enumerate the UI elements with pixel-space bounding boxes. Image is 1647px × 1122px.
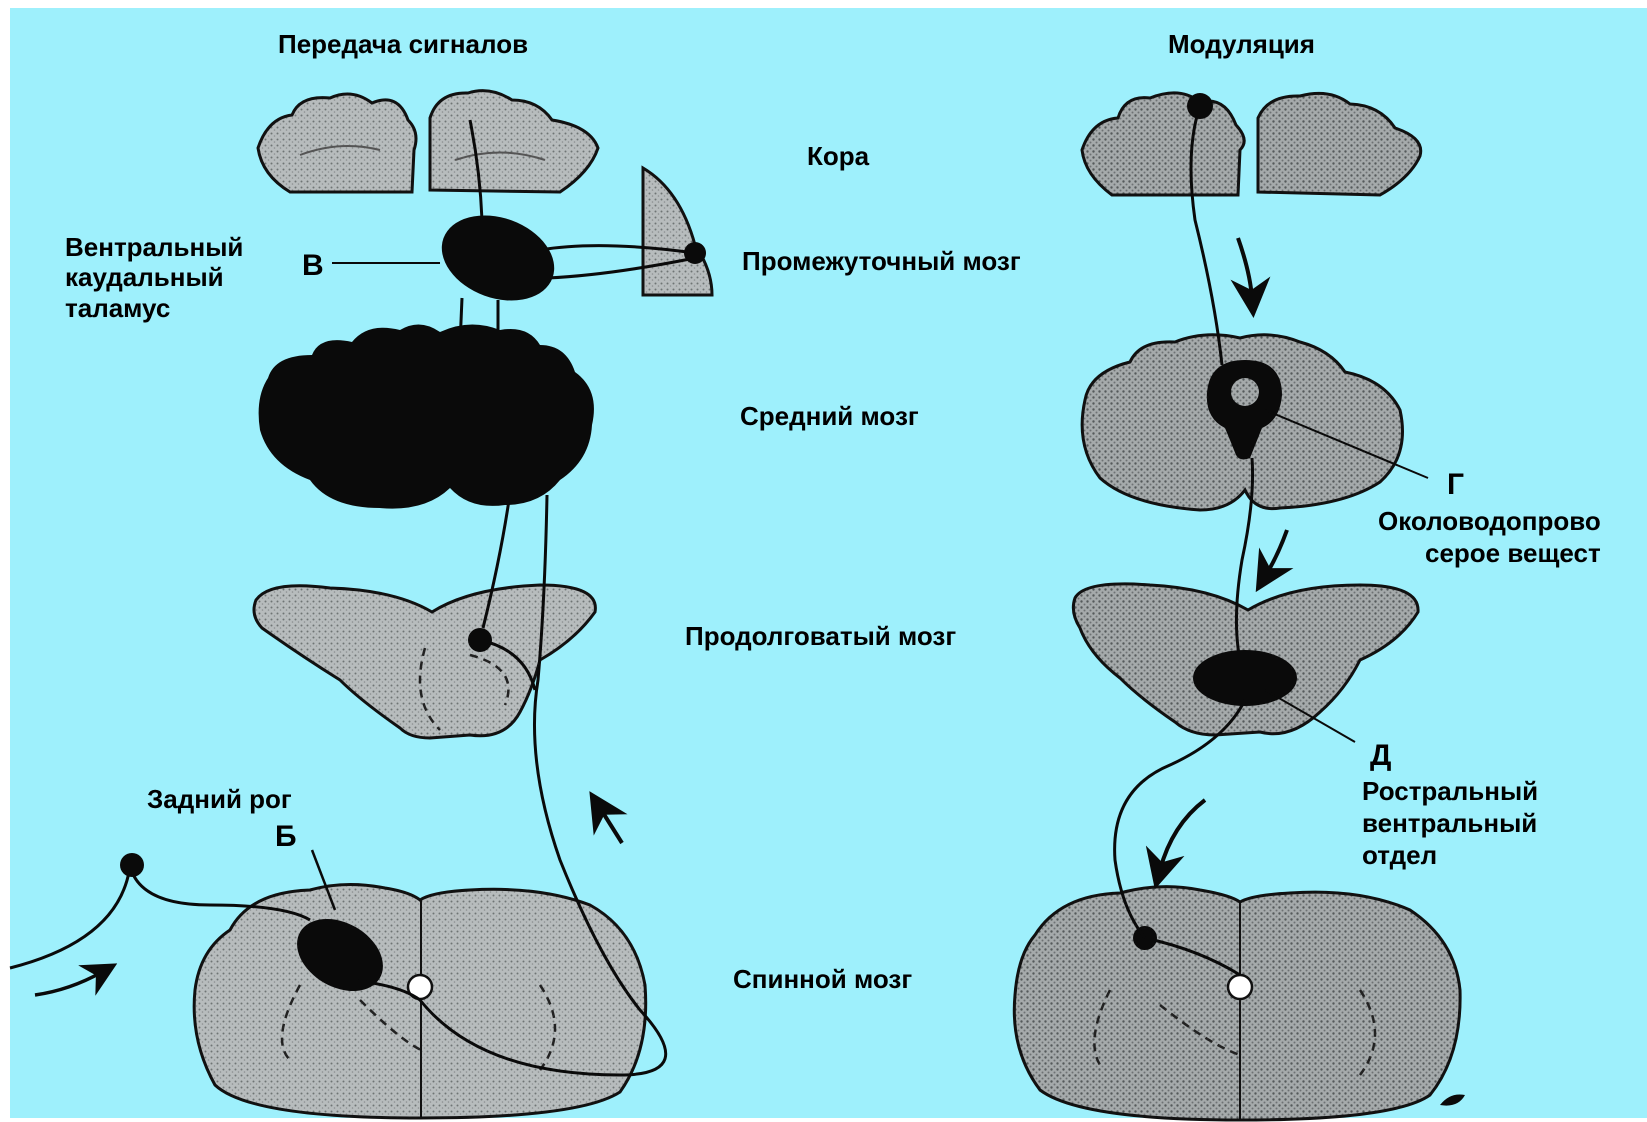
rvm-letter: Д <box>1370 739 1391 772</box>
thalamus-label-line3: таламус <box>65 293 170 323</box>
dorsal-horn-letter: Б <box>275 820 297 853</box>
rvm-label-line1: Ростральный <box>1362 776 1538 806</box>
level-spinal: Спинной мозг <box>733 964 912 994</box>
rvm-label-line3: отдел <box>1362 840 1437 870</box>
pag-label-line1: Околоводопрово <box>1378 506 1601 536</box>
pag-letter: Г <box>1447 468 1464 501</box>
level-medulla: Продолговатый мозг <box>685 621 956 651</box>
heading-right: Модуляция <box>1168 29 1315 59</box>
rvm-label-line2: вентральный <box>1362 808 1537 838</box>
dorsal-horn-label: Задний рог <box>147 784 292 814</box>
thalamus-label-line1: Вентральный <box>65 232 243 262</box>
thalamus-letter: В <box>302 249 324 282</box>
level-diencephalon: Промежуточный мозг <box>742 246 1021 276</box>
level-cortex: Кора <box>807 141 870 171</box>
level-midbrain: Средний мозг <box>740 401 919 431</box>
pag-label-line2: серое вещест <box>1425 538 1601 568</box>
heading-left: Передача сигналов <box>278 29 528 59</box>
rvm-nucleus <box>1193 650 1297 706</box>
primary-afferent-neuron <box>120 853 144 877</box>
central-canal-right <box>1228 975 1252 999</box>
thalamus-label-line2: каудальный <box>65 262 224 292</box>
right-spinal-cord <box>1014 887 1460 1120</box>
